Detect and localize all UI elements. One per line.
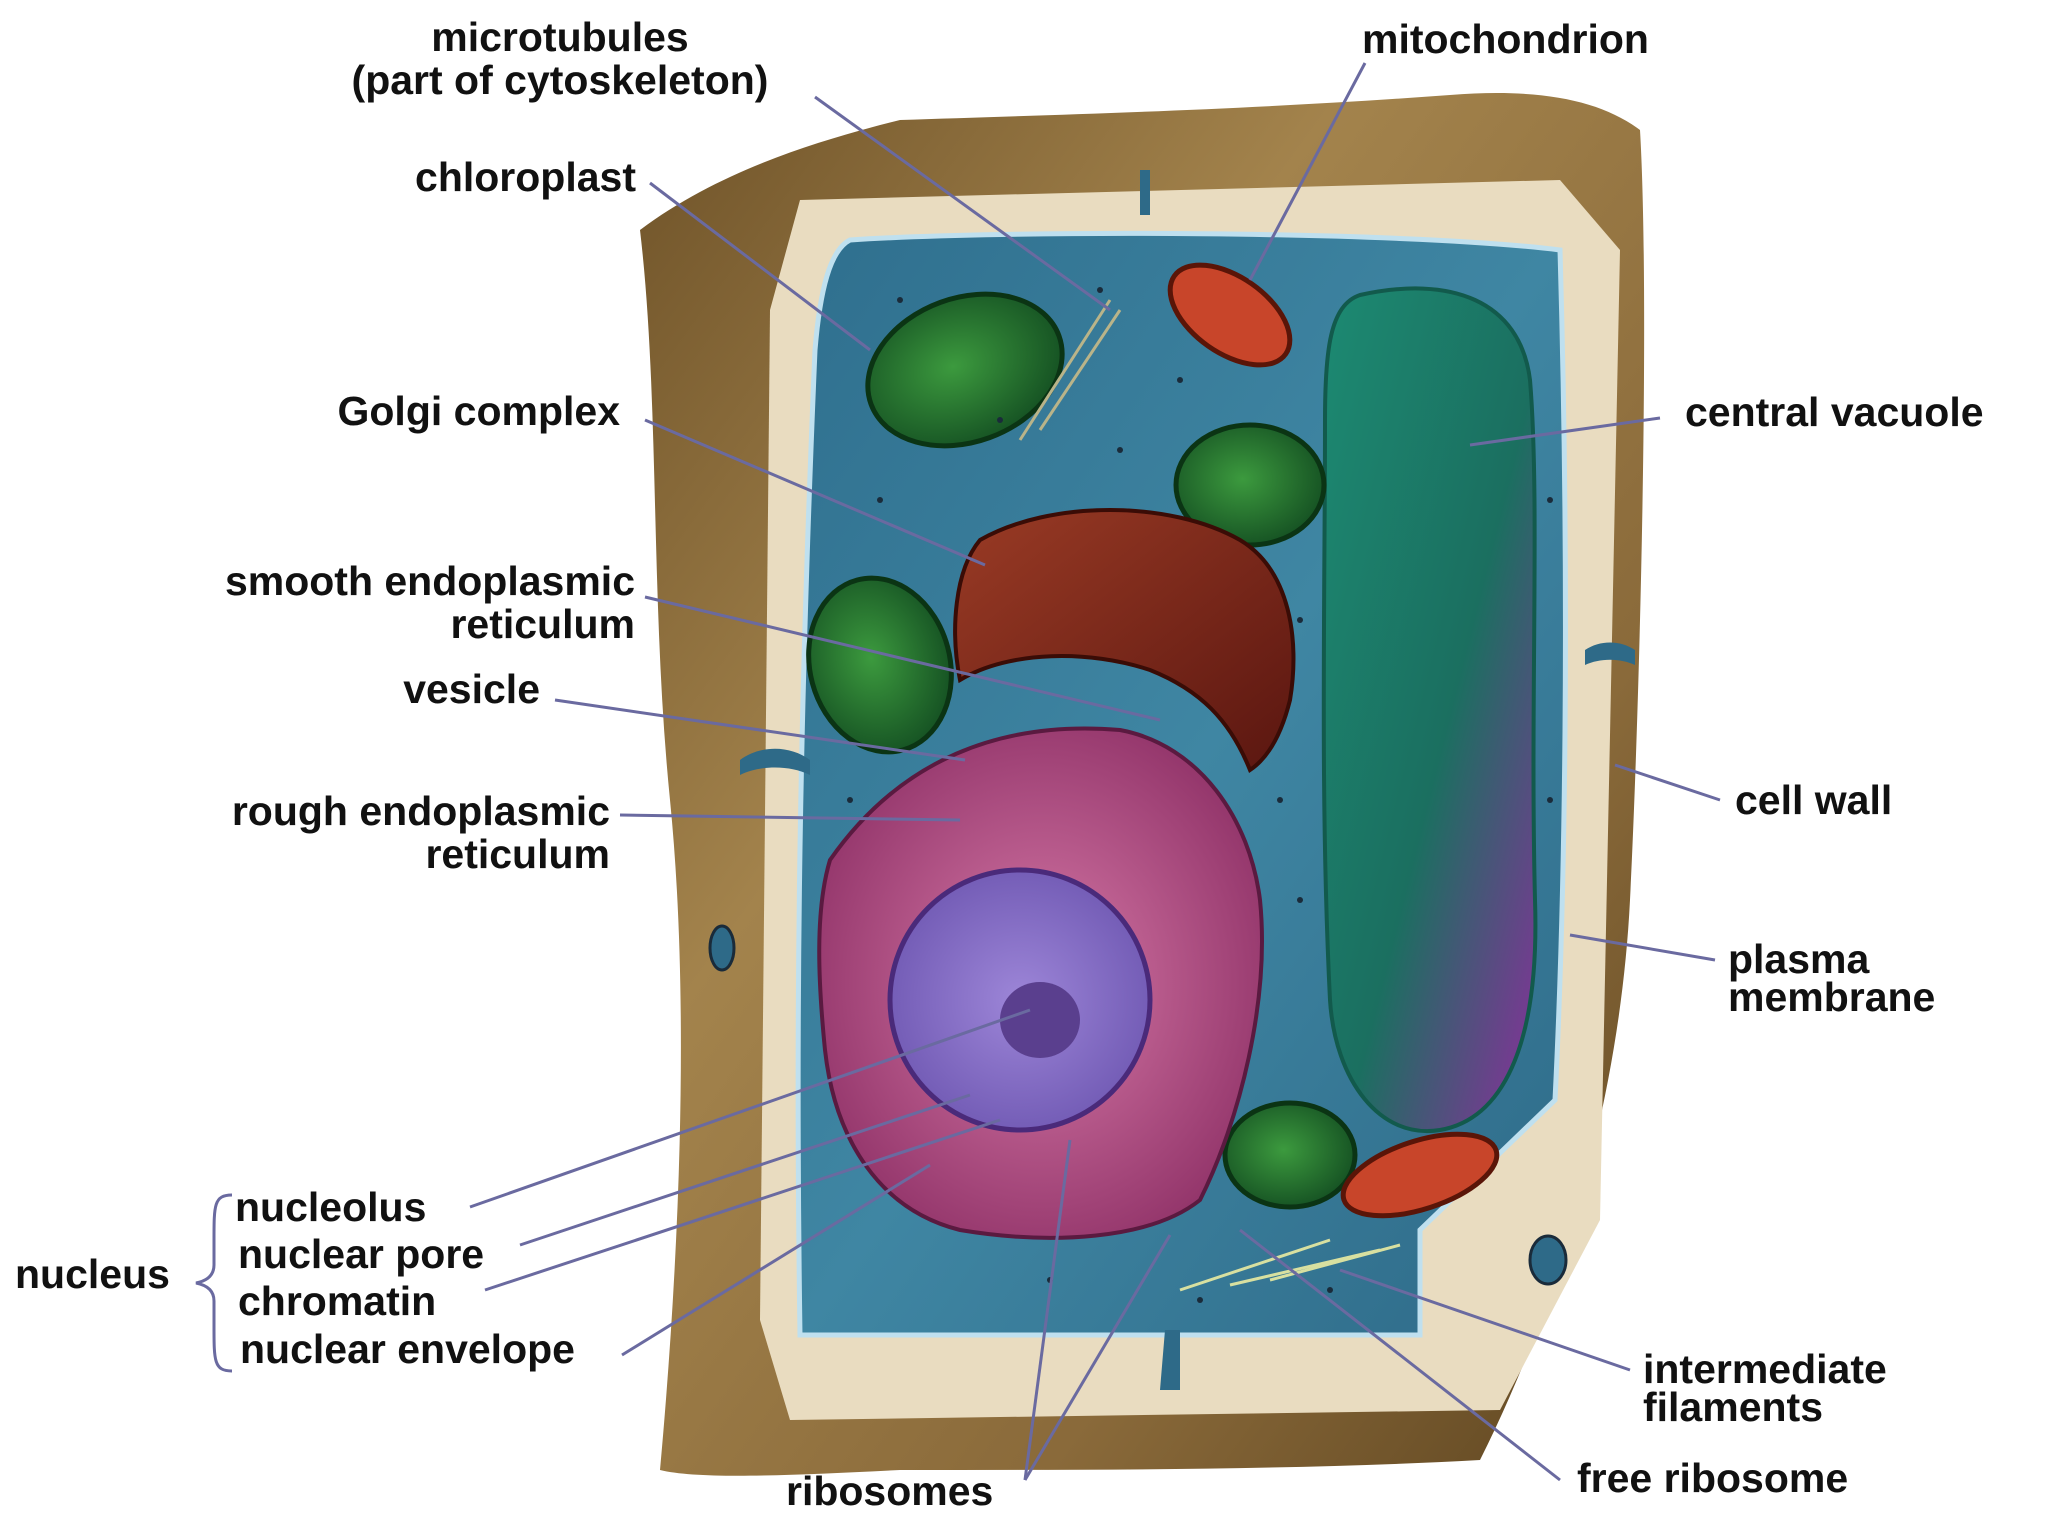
microtubules <box>1018 299 1122 441</box>
leader-mitochondrion <box>1248 62 1367 281</box>
intermediate-filaments <box>1179 1238 1401 1292</box>
central-vacuole <box>1321 286 1538 1134</box>
leader-chromatin <box>484 1118 1001 1292</box>
wall-slit-right <box>1585 642 1635 665</box>
label-vesicle: vesicle <box>403 666 540 712</box>
leader-nucleolus <box>469 1008 1031 1209</box>
leader-ribosomes-1 <box>1023 1139 1072 1481</box>
nucleus-brace <box>195 1193 233 1373</box>
label-microtubules: microtubules (part of cytoskeleton) <box>351 14 769 103</box>
label-chloroplast: chloroplast <box>415 154 636 200</box>
leader-vesicle <box>554 698 966 762</box>
mitochondrion-top <box>1167 262 1293 368</box>
label-free-ribosome: free ribosome <box>1577 1455 1849 1501</box>
wall-slit-left <box>740 748 810 775</box>
label-nuclear-envelope: nuclear envelope <box>240 1326 575 1372</box>
label-intermediate-filaments: intermediate filaments <box>1643 1346 1887 1430</box>
leader-nuclear-pore <box>519 1093 971 1247</box>
leader-smooth-er <box>644 595 1161 722</box>
leader-ribosomes-2 <box>1023 1234 1172 1481</box>
leader-lines <box>469 62 1721 1482</box>
label-mitochondrion: mitochondrion <box>1362 16 1649 62</box>
label-rough-er: rough endoplasmic reticulum <box>231 788 610 877</box>
label-smooth-er: smooth endoplasmic reticulum <box>224 558 635 647</box>
label-golgi: Golgi complex <box>337 388 621 434</box>
leader-golgi <box>644 418 986 567</box>
label-nucleus: nucleus <box>15 1251 170 1297</box>
chloroplast-4 <box>1222 1100 1358 1210</box>
wall-slit-top <box>1140 170 1150 215</box>
wall-slit-bottom <box>1160 1330 1180 1390</box>
wall-pit-left <box>708 924 736 972</box>
mitochondrion-bottom <box>1340 1131 1500 1219</box>
label-plasma-membrane: plasma membrane <box>1728 936 1936 1020</box>
nucleolus <box>1000 982 1080 1058</box>
label-nucleolus: nucleolus <box>235 1184 427 1230</box>
chloroplast-1 <box>865 291 1065 449</box>
golgi-complex <box>953 508 1296 774</box>
leader-free-ribosome <box>1239 1228 1561 1482</box>
label-chromatin: chromatin <box>238 1278 437 1324</box>
wall-pit-right <box>1528 1234 1568 1286</box>
leader-intermediate-filaments <box>1339 1268 1631 1372</box>
label-ribosomes: ribosomes <box>786 1468 994 1514</box>
leader-cell-wall <box>1614 763 1721 802</box>
leader-nuclear-envelope <box>621 1163 931 1357</box>
leader-microtubules <box>814 95 1111 312</box>
leader-rough-er <box>619 813 961 822</box>
leader-chloroplast <box>649 181 871 352</box>
label-central-vacuole: central vacuole <box>1685 389 1984 435</box>
label-cell-wall: cell wall <box>1735 777 1893 823</box>
label-nuclear-pore: nuclear pore <box>238 1231 485 1277</box>
leader-central-vacuole <box>1469 416 1661 447</box>
leader-plasma-membrane <box>1569 933 1716 962</box>
